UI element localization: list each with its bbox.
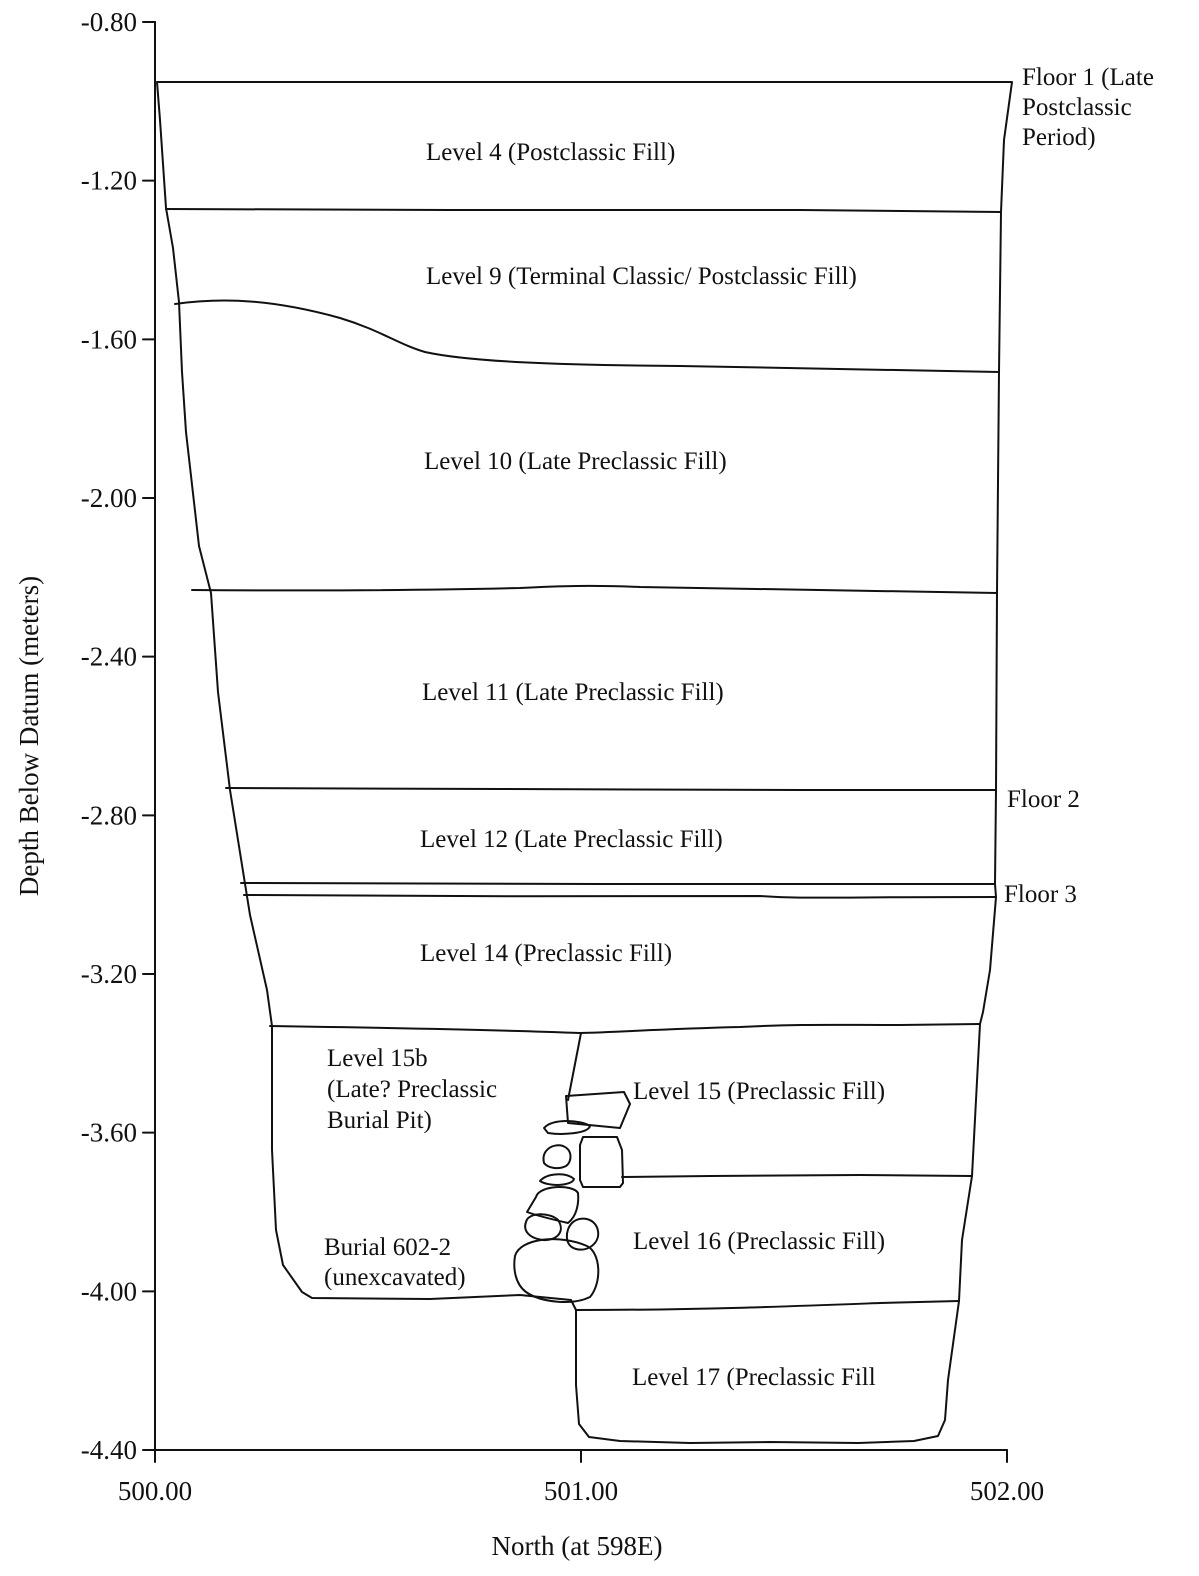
y-tick-label: -0.80 <box>81 7 137 37</box>
stone <box>542 1144 572 1170</box>
label-level-14: Level 14 (Preclassic Fill) <box>420 940 672 967</box>
label-level-15: Level 15 (Preclassic Fill) <box>633 1078 885 1105</box>
burial-stones <box>513 1091 631 1303</box>
x-ticks: 500.00 501.00 502.00 <box>118 1449 1044 1506</box>
boundary-level9-level10 <box>174 299 1000 373</box>
stone <box>565 1091 631 1129</box>
label-floor-2: Floor 2 <box>1007 786 1080 813</box>
burial-pit-edge <box>567 1032 582 1101</box>
label-level-15b: Level 15b (Late? Preclassic Burial Pit) <box>327 1045 503 1134</box>
floor-3-lower-line <box>243 894 997 899</box>
layer-labels: Level 4 (Postclassic Fill) Level 9 (Term… <box>324 139 885 1391</box>
y-tick-label: -2.00 <box>81 483 137 513</box>
label-floor-3: Floor 3 <box>1004 881 1077 908</box>
x-axis-title: North (at 598E) <box>492 1531 663 1561</box>
strata-boundaries <box>156 81 1013 1444</box>
floor-2-line <box>225 787 997 791</box>
boundary-level16-level17 <box>575 1300 960 1311</box>
floor-3-upper-line <box>240 882 996 885</box>
label-level-16: Level 16 (Preclassic Fill) <box>633 1228 885 1255</box>
stone <box>565 1217 600 1251</box>
y-tick-label: -2.80 <box>81 800 137 830</box>
boundary-level14-level15 <box>269 1023 981 1034</box>
y-tick-label: -3.60 <box>81 1118 137 1148</box>
stone <box>513 1238 600 1303</box>
y-tick-label: -1.60 <box>81 324 137 354</box>
stone <box>543 1120 591 1135</box>
label-level-9: Level 9 (Terminal Classic/ Postclassic F… <box>426 263 857 290</box>
y-tick-label: -2.40 <box>81 642 137 672</box>
label-burial-602-2: Burial 602-2 (unexcavated) <box>324 1234 466 1291</box>
boundary-level10-level11 <box>191 584 998 594</box>
stone <box>579 1136 624 1188</box>
boundary-level4-level9 <box>165 208 1002 213</box>
y-axis-title: Depth Below Datum (meters) <box>14 576 44 896</box>
stone <box>524 1213 562 1242</box>
x-tick-label: 502.00 <box>970 1476 1044 1506</box>
floor-labels: Floor 1 (Late Postclassic Period) Floor … <box>1004 64 1160 908</box>
y-tick-label: -3.20 <box>81 959 137 989</box>
x-tick-label: 500.00 <box>118 1476 192 1506</box>
y-tick-label: -4.00 <box>81 1276 137 1306</box>
label-level-11: Level 11 (Late Preclassic Fill) <box>422 679 724 706</box>
x-tick-label: 501.00 <box>544 1476 618 1506</box>
label-floor-1: Floor 1 (Late Postclassic Period) <box>1022 64 1160 151</box>
y-ticks: -0.80 -1.20 -1.60 -2.00 -2.40 -2.80 -3.20 -3.60… <box>81 7 156 1465</box>
y-tick-label: -4.40 <box>81 1435 137 1465</box>
label-level-4: Level 4 (Postclassic Fill) <box>426 139 675 166</box>
stone <box>539 1173 575 1186</box>
label-level-17: Level 17 (Preclassic Fill <box>632 1364 876 1391</box>
label-level-10: Level 10 (Late Preclassic Fill) <box>424 448 727 475</box>
boundary-level15-level16 <box>621 1174 973 1178</box>
label-level-12: Level 12 (Late Preclassic Fill) <box>420 826 723 853</box>
stone <box>526 1186 580 1224</box>
y-tick-label: -1.20 <box>81 166 137 196</box>
